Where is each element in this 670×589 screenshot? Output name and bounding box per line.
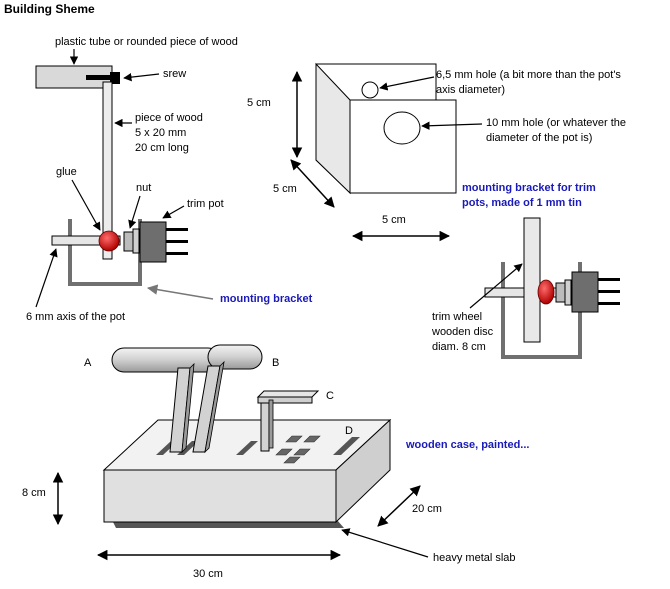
slot-c [236, 441, 258, 455]
label-bracket-tin-line1: mounting bracket for trim [462, 182, 596, 194]
label-hole-65-line2: axis diameter) [436, 84, 505, 96]
label-piece-of-wood-2: 5 x 20 mm [135, 127, 186, 139]
wheel-pin-2 [598, 290, 620, 293]
slot-d [333, 437, 360, 455]
lever-c-handle-top [256, 390, 320, 398]
trim-pot-body [139, 221, 167, 263]
arrow-trim-wheel [469, 263, 523, 309]
case-side [335, 418, 391, 524]
label-nut: nut [136, 182, 151, 194]
dim-arrow-20cm [377, 485, 421, 527]
pot-axis [51, 235, 121, 246]
hole-large [383, 111, 421, 145]
dim-5cm-diagonal: 5 cm [273, 183, 297, 195]
label-hole-10-line2: diameter of the pot is) [486, 132, 592, 144]
label-piece-of-wood-3: 20 cm long [135, 142, 189, 154]
pot-pin-1 [166, 228, 188, 231]
wooden-case [102, 344, 392, 528]
label-lever-c: C [326, 390, 334, 402]
dim-30cm: 30 cm [193, 568, 223, 580]
case-buttons [275, 435, 321, 464]
case-button-2 [303, 435, 321, 443]
dim-5cm-horizontal: 5 cm [382, 214, 406, 226]
dim-5cm-vertical: 5 cm [247, 97, 271, 109]
trim-wheel-assembly [484, 217, 620, 359]
arrow-nut [128, 195, 141, 229]
dim-20cm: 20 cm [412, 503, 442, 515]
wheel-bracket [501, 262, 582, 359]
nut [123, 231, 134, 252]
lever-c-handle [257, 396, 313, 404]
case-button-1 [285, 435, 303, 443]
lever-assembly [35, 65, 188, 286]
dim-8cm: 8 cm [22, 487, 46, 499]
arrow-hole-small [379, 76, 435, 91]
label-glue: glue [56, 166, 77, 178]
label-hole-10-line1: 10 mm hole (or whatever the [486, 117, 626, 129]
label-srew: srew [163, 68, 186, 80]
arrow-heavy-slab [341, 528, 429, 558]
wheel-nut [555, 282, 566, 303]
label-wooden-case: wooden case, painted... [405, 439, 529, 451]
arrow-srew [123, 72, 160, 82]
arrow-axis-of-pot [35, 248, 58, 308]
label-axis-of-pot: 6 mm axis of the pot [26, 311, 125, 323]
screw-head [110, 72, 120, 84]
label-trim-wheel-line2: wooden disc [431, 326, 494, 338]
pot-collar [132, 228, 140, 254]
vertical-wood [102, 81, 113, 260]
screw-shaft [86, 75, 110, 80]
hole-small [361, 81, 379, 99]
label-plastic-tube: plastic tube or rounded piece of wood [55, 36, 238, 48]
arrow-hole-large [421, 121, 483, 130]
dim-arrow-5cm-diagonal [290, 159, 335, 208]
wheel-pin-1 [598, 278, 620, 281]
pot-pin-3 [166, 252, 188, 255]
lever-b-shaft-side [204, 360, 225, 454]
label-piece-of-wood-1: piece of wood [135, 112, 203, 124]
case-button-5 [283, 456, 301, 464]
lever-a-shaft-side [181, 362, 195, 454]
lever-b-handle [207, 344, 263, 370]
wheel-pot-collar [564, 279, 572, 306]
label-lever-a: A [84, 357, 92, 369]
wheel-glue [537, 279, 555, 305]
label-hole-65-line1: 6,5 mm hole (a bit more than the pot's [436, 69, 621, 81]
wooden-disc [523, 217, 541, 343]
wheel-pot-body [571, 271, 599, 313]
label-trim-wheel-line1: trim wheel [432, 311, 482, 323]
case-front [103, 469, 337, 523]
label-mounting-bracket: mounting bracket [220, 293, 313, 305]
diagram-title: Building Sheme [4, 2, 95, 16]
arrow-mounting-bracket [146, 284, 214, 300]
arrow-trim-pot [162, 205, 185, 219]
lever-a-handle [111, 347, 221, 373]
label-bracket-tin-line2: pots, made of 1 mm tin [462, 197, 582, 209]
label-trim-pot: trim pot [187, 198, 224, 210]
wheel-pin-3 [598, 302, 620, 305]
case-button-4 [293, 448, 311, 456]
pot-pin-2 [166, 240, 188, 243]
label-heavy-slab: heavy metal slab [433, 552, 516, 564]
arrow-glue [71, 179, 101, 231]
label-lever-d: D [345, 425, 353, 437]
lever-c-shaft [260, 402, 270, 452]
glue-blob [98, 230, 120, 252]
case-button-3 [275, 448, 293, 456]
tin-bracket [315, 62, 457, 195]
label-lever-b: B [272, 357, 279, 369]
lever-c-shaft-side [268, 399, 274, 449]
label-trim-wheel-line3: diam. 8 cm [432, 341, 486, 353]
